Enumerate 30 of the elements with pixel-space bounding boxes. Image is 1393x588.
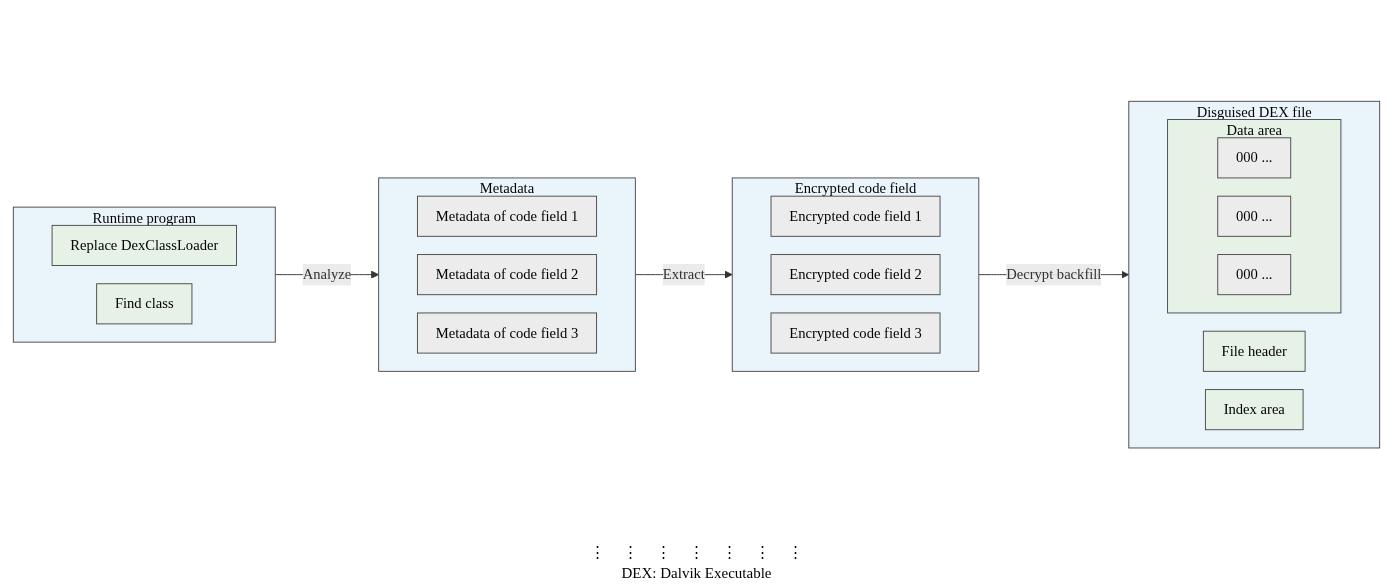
node-box	[96, 283, 193, 325]
ellipsis-mark: ⋮	[722, 543, 737, 561]
cluster	[1167, 118, 1342, 314]
cluster	[378, 177, 636, 372]
node-box	[770, 312, 941, 354]
node-box	[416, 312, 598, 354]
cluster	[731, 177, 980, 372]
node-box	[770, 195, 941, 237]
node-box	[770, 253, 941, 295]
node-box	[1204, 389, 1304, 431]
cluster	[12, 206, 276, 343]
ellipsis-mark: ⋮	[623, 543, 638, 561]
flowchart: Analyze Extract Decrypt backfill Disguised DEX file Data area 000 ... 000 ... 000 ... File header Index area Encrypted code field Encrypted code field 1 Encrypted code field 2 Encrypted code field 3 Metadata Metadata of code field 1 Metadata of code field 2 Metadata of code field 3 Runtime program Replace DexClassLoader Find class	[6, 93, 1387, 456]
edge-label: Decrypt backfill	[1006, 266, 1102, 282]
ellipsis-mark: ⋮	[590, 543, 605, 561]
ellipsis-mark: ⋮	[755, 543, 770, 561]
node-box	[1217, 195, 1292, 237]
edge-label: Analyze	[302, 266, 352, 282]
ellipsis-mark: ⋮	[788, 543, 803, 561]
edge-label: Extract	[662, 266, 705, 282]
cluster	[1128, 100, 1381, 449]
node-box	[51, 224, 237, 266]
node-box	[1217, 137, 1292, 179]
node-box	[416, 253, 598, 295]
ellipsis-mark: ⋮	[656, 543, 671, 561]
node-box	[416, 195, 598, 237]
ellipsis-mark: ⋮	[689, 543, 704, 561]
caption: DEX: Dalvik Executable	[621, 565, 772, 582]
node-box	[1217, 253, 1292, 295]
node-box	[1202, 330, 1306, 372]
